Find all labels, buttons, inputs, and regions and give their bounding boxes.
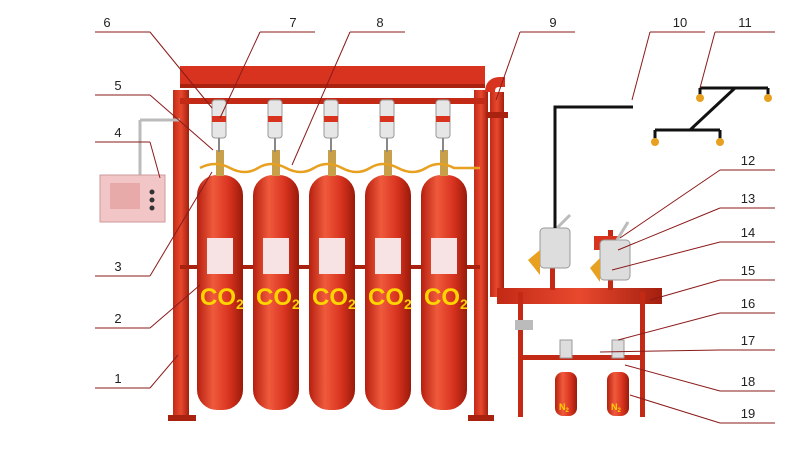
callout-1: 1	[95, 354, 179, 389]
callout-12: 12	[619, 153, 775, 239]
nitrogen-cylinders: N2 N2	[555, 339, 629, 416]
n2-label-2: N2	[611, 402, 622, 414]
callout-number: 18	[741, 374, 755, 389]
leader-line	[149, 31, 213, 109]
nozzle-icon	[696, 94, 704, 102]
callout-number: 8	[376, 15, 383, 30]
callout-5: 5	[95, 78, 214, 151]
leader-line	[649, 279, 721, 301]
co2-cylinder: CO2	[421, 99, 468, 410]
leader-line	[619, 169, 721, 239]
callout-15: 15	[649, 263, 775, 301]
callout-number: 1	[114, 371, 121, 386]
nozzle-icon	[764, 94, 772, 102]
co2-label: CO2	[368, 284, 412, 312]
co2-cylinder: CO2	[309, 99, 356, 410]
co2-cylinder: CO2	[365, 99, 412, 410]
leader-line	[699, 31, 716, 89]
callout-number: 16	[741, 296, 755, 311]
callout-number: 7	[289, 15, 296, 30]
nozzle-pipe-network	[553, 86, 770, 228]
main-discharge-pipe	[485, 77, 662, 417]
co2-cylinder: CO2	[253, 99, 300, 410]
callout-number: 19	[741, 406, 755, 421]
leader-line	[149, 354, 179, 389]
callout-number: 5	[114, 78, 121, 93]
co2-label: CO2	[256, 284, 300, 312]
leader-line	[624, 364, 721, 392]
leader-line	[611, 241, 721, 271]
callout-number: 4	[114, 125, 121, 140]
callout-16: 16	[617, 296, 775, 341]
co2-label: CO2	[200, 284, 244, 312]
callout-number: 12	[741, 153, 755, 168]
callout-10: 10	[631, 15, 705, 101]
callout-8: 8	[291, 15, 405, 166]
co2-cylinder: CO2	[197, 99, 244, 410]
selector-valves	[528, 213, 631, 282]
callout-19: 19	[629, 394, 775, 424]
leader-line	[629, 394, 721, 424]
callout-14: 14	[611, 225, 775, 271]
leader-line	[149, 94, 214, 151]
control-panel	[99, 118, 180, 223]
callout-number: 3	[114, 259, 121, 274]
leader-line	[149, 284, 201, 329]
callout-number: 13	[741, 191, 755, 206]
callout-17: 17	[599, 333, 775, 353]
leader-line	[219, 31, 261, 119]
leader-line	[617, 312, 721, 341]
callout-2: 2	[95, 284, 201, 329]
callout-number: 17	[741, 333, 755, 348]
callout-number: 6	[103, 15, 110, 30]
co2-label: CO2	[424, 284, 468, 312]
callout-3: 3	[95, 171, 213, 277]
nozzles	[651, 94, 772, 146]
leader-line	[631, 31, 651, 101]
callout-number: 9	[549, 15, 556, 30]
callout-number: 11	[738, 15, 752, 30]
callout-18: 18	[624, 364, 775, 392]
n2-label-1: N2	[559, 402, 570, 414]
callout-number: 10	[673, 15, 687, 30]
callout-4: 4	[95, 125, 161, 179]
callout-number: 2	[114, 311, 121, 326]
callout-9: 9	[495, 15, 575, 101]
leader-line	[149, 141, 161, 179]
co2-label: CO2	[312, 284, 356, 312]
callout-number: 15	[741, 263, 755, 278]
leader-line	[617, 207, 721, 251]
collection-hose	[199, 162, 480, 174]
leader-line	[599, 349, 721, 353]
co2-cylinders: CO2 CO2 CO2 CO2 CO2	[197, 99, 468, 410]
callout-13: 13	[617, 191, 775, 251]
nozzle-icon	[716, 138, 724, 146]
leader-line	[291, 31, 351, 166]
callout-11: 11	[699, 15, 775, 89]
nozzle-icon	[651, 138, 659, 146]
callout-6: 6	[95, 15, 213, 109]
callout-7: 7	[219, 15, 315, 119]
leader-line	[149, 171, 213, 277]
leader-line	[495, 31, 521, 101]
callout-number: 14	[741, 225, 755, 240]
